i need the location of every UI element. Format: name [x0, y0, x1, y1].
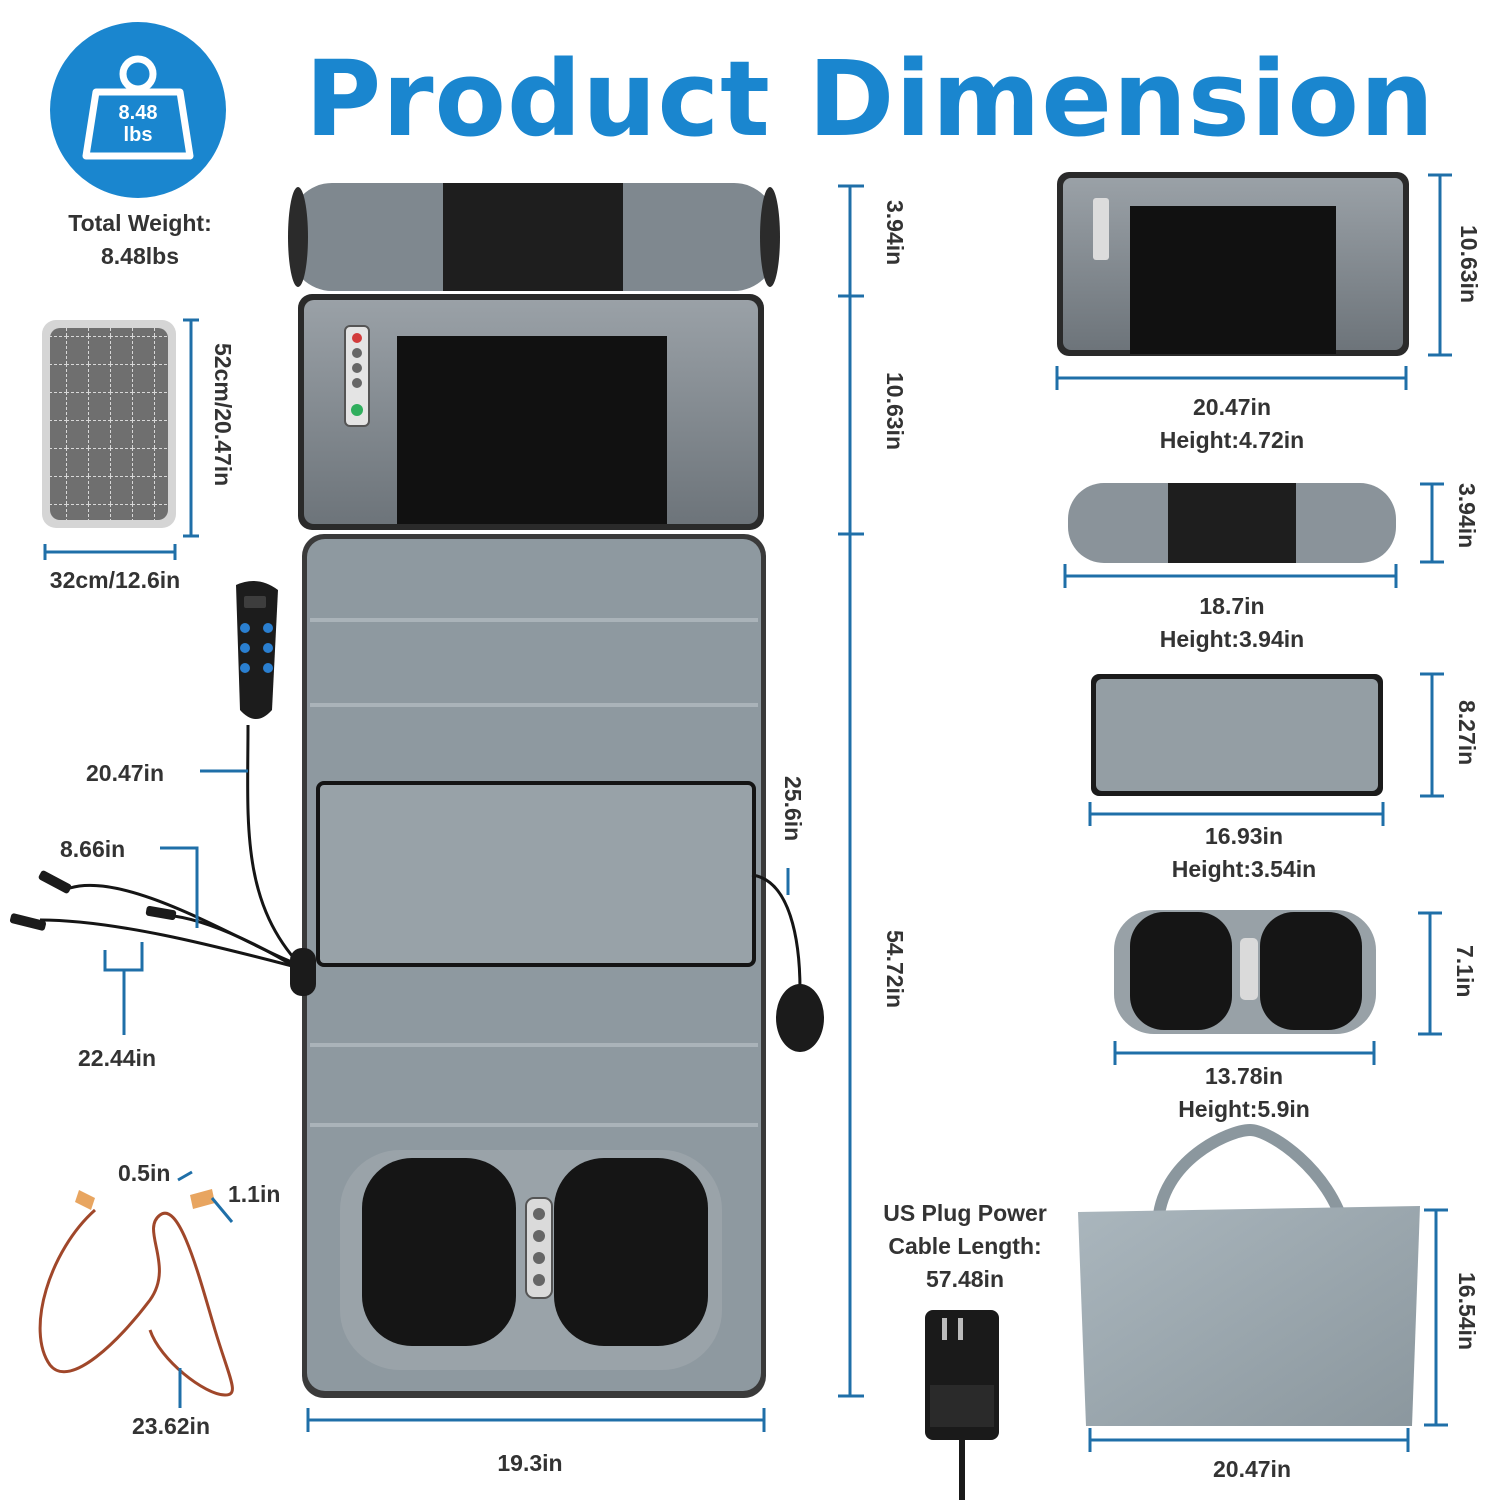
power-label-line2: Cable Length: — [888, 1233, 1042, 1259]
part-neck-pillow-width: 18.7in — [1199, 593, 1265, 619]
main-cable-length: 22.44in — [78, 1045, 156, 1071]
earplug-width-label: 0.5in — [118, 1160, 171, 1186]
part-back-massager-side: 10.63in — [1456, 225, 1482, 303]
part-foot-massager-height: Height:5.9in — [1178, 1096, 1310, 1122]
parts-dimension-lines — [1055, 173, 1452, 1452]
part-back-massager-image — [1057, 172, 1409, 356]
part-storage-bag-image — [1078, 1123, 1420, 1426]
earplugs — [38, 1189, 234, 1397]
part-foot-massager-side: 7.1in — [1452, 945, 1478, 998]
mat-body-pad — [302, 534, 766, 1398]
mat-width-label: 19.3in — [497, 1450, 563, 1476]
part-back-massager-width: 20.47in — [1193, 394, 1271, 420]
remote-cable-length: 20.47in — [86, 760, 164, 786]
remote-control — [236, 581, 278, 719]
earplug-dimension-lines — [177, 1170, 234, 1408]
total-weight-value: 8.48lbs — [101, 243, 179, 269]
weight-badge-unit: lbs — [123, 124, 153, 146]
cushion-height-label: 52cm/20.47in — [210, 343, 236, 487]
mat-pillow-height-label: 3.94in — [882, 200, 908, 266]
part-storage-bag-side: 16.54in — [1454, 1272, 1480, 1350]
part-neck-pillow-side: 3.94in — [1454, 483, 1480, 549]
cable-plugs — [9, 870, 824, 1052]
seat-cushion — [42, 320, 176, 528]
power-label-line1: US Plug Power — [883, 1200, 1047, 1226]
mat-back-massager — [298, 294, 764, 530]
part-foot-massager-width: 13.78in — [1205, 1063, 1283, 1089]
mat-back-height-label: 10.63in — [882, 372, 908, 450]
mat-pump-section-label: 25.6in — [780, 776, 806, 842]
mat-dimension-lines — [306, 184, 864, 1432]
part-storage-bag-width: 20.47in — [1213, 1456, 1291, 1482]
part-seat-pad-image — [1091, 674, 1383, 796]
weight-badge-value: 8.48 — [118, 102, 158, 124]
part-foot-massager-image — [1114, 910, 1376, 1034]
part-back-massager-height: Height:4.72in — [1159, 427, 1305, 453]
power-adapter — [925, 1310, 999, 1500]
part-neck-pillow-image — [1068, 483, 1396, 563]
mat-body-height-label: 54.72in — [882, 930, 908, 1008]
total-weight-label: Total Weight: — [68, 210, 212, 236]
earplug-length-label: 1.1in — [228, 1181, 281, 1207]
earplug-cord-length: 23.62in — [132, 1413, 210, 1439]
cushion-dimension-lines — [43, 318, 199, 560]
page-title: Product Dimension — [305, 38, 1435, 160]
power-cable-length: 57.48in — [926, 1266, 1004, 1292]
part-seat-pad-height: Height:3.54in — [1171, 856, 1317, 882]
part-neck-pillow-height: Height:3.94in — [1159, 626, 1305, 652]
split-cable-length: 8.66in — [60, 836, 126, 862]
cushion-width-label: 32cm/12.6in — [49, 567, 181, 593]
mat-neck-pillow — [288, 183, 780, 291]
part-seat-pad-side: 8.27in — [1454, 700, 1480, 766]
cable-dimension-lines — [103, 769, 790, 1035]
part-seat-pad-width: 16.93in — [1205, 823, 1283, 849]
